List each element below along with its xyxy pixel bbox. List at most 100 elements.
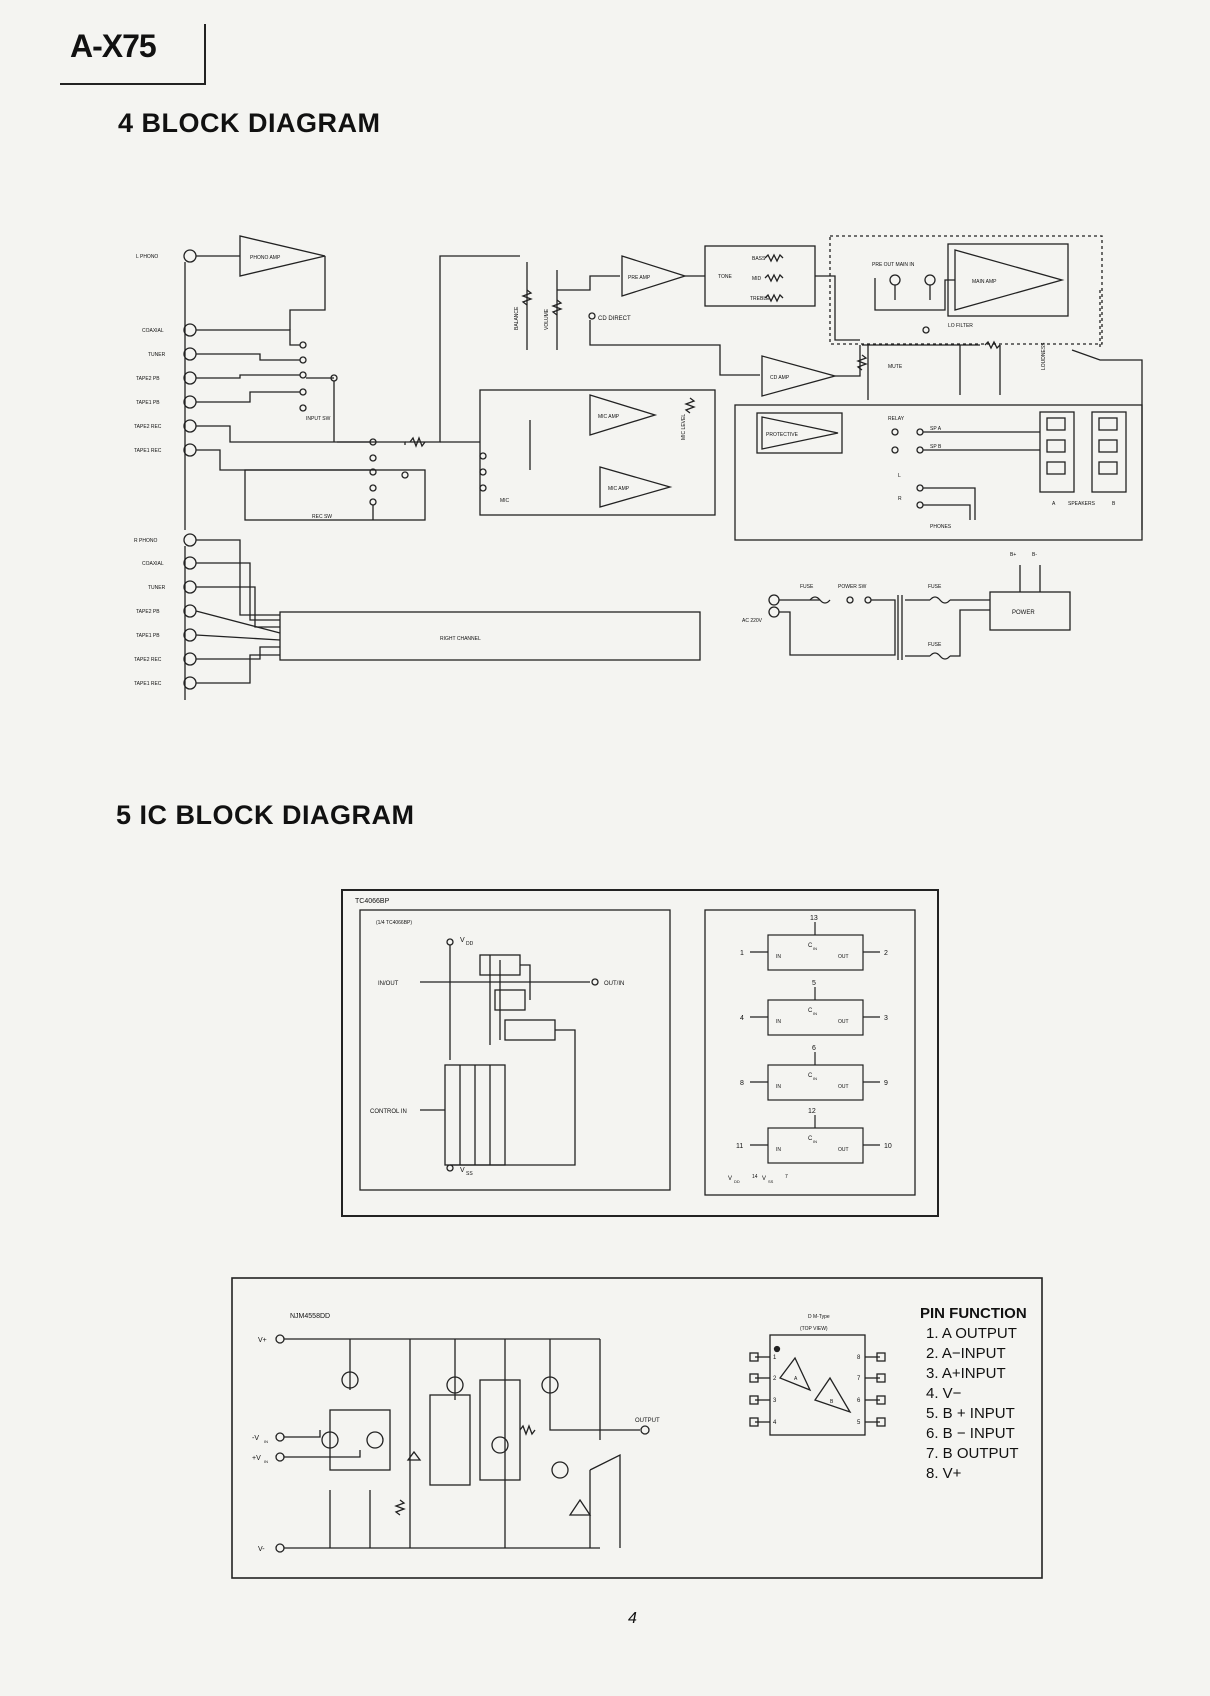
speaker-a-label: A	[1052, 501, 1056, 507]
mic-amp-2-triangle	[599, 466, 673, 508]
input-label: TAPE1 REC	[134, 448, 162, 454]
cd-amp-label: CD AMP	[770, 375, 790, 381]
vdd-label: V	[460, 937, 465, 944]
supply-vdd-pin: 14	[752, 1174, 758, 1180]
ac-220v-label: AC 220V	[742, 618, 763, 624]
speaker-terminal-b	[1091, 411, 1127, 493]
pin-function-item: 3. A+INPUT	[926, 1365, 1006, 1382]
header-divider-horizontal	[60, 83, 206, 85]
input-label: TAPE1 PB	[136, 400, 160, 406]
phono-amp-label: PHONO AMP	[250, 255, 281, 261]
package-pin: 5	[857, 1420, 861, 1426]
package-pin: 7	[857, 1376, 861, 1382]
mic-amp-1-label: MIC AMP	[598, 414, 620, 420]
block-diagram: L PHONO COAXIAL TUNER TAPE2 PB TAPE1 PB …	[134, 235, 1143, 700]
pin-function-item: 6. B − INPUT	[926, 1425, 1015, 1442]
speaker-terminal-a	[1039, 411, 1075, 493]
mic-amp-1-triangle	[589, 394, 658, 436]
mid-label: MID	[752, 276, 762, 282]
tc4066-switch-blocks	[750, 922, 880, 1164]
opamp-a-label: A	[794, 1376, 798, 1382]
cin-label: C	[808, 943, 813, 949]
vss-label: V	[460, 1167, 465, 1174]
input-sw-label: INPUT SW	[306, 416, 331, 422]
switch-left-pin: 11	[736, 1143, 743, 1150]
out-in-text: OUT	[838, 954, 849, 960]
switch-right-pin: 9	[884, 1080, 888, 1087]
supply-vdd-label: V	[728, 1176, 732, 1182]
input-label: TAPE1 REC	[134, 681, 162, 687]
power-block	[989, 591, 1071, 631]
phones-label: PHONES	[930, 524, 952, 530]
speakers-label: SPEAKERS	[1068, 501, 1096, 507]
pin-function-item: 1. A OUTPUT	[926, 1325, 1017, 1342]
fuse-3-label: FUSE	[928, 642, 942, 648]
package-pin: 1	[773, 1355, 777, 1361]
package-pin: 3	[773, 1398, 777, 1404]
ic-block-diagram-title: 5 IC BLOCK DIAGRAM	[116, 800, 415, 830]
input-label: TAPE2 PB	[136, 376, 160, 382]
pin-function-item: 4. V−	[926, 1385, 962, 1402]
njm4558-part-label: NJM4558DD	[290, 1313, 330, 1320]
v-plus-label: V+	[258, 1337, 267, 1344]
out-in-text: OUT	[838, 1084, 849, 1090]
pin-function-item: 7. B OUTPUT	[926, 1445, 1019, 1462]
in-out-text: IN	[776, 1084, 781, 1090]
out-in-label: OUT/IN	[604, 981, 624, 987]
in-out-text: IN	[776, 1019, 781, 1025]
header-divider-vertical	[204, 24, 206, 84]
phones-r-label: R	[898, 496, 902, 502]
volume-label: VOLUME	[544, 308, 550, 330]
right-input-jacks	[183, 533, 197, 700]
vss-sub-label: SS	[466, 1171, 473, 1177]
input-selector-contacts	[299, 341, 409, 506]
input-label: TAPE2 REC	[134, 657, 162, 663]
out-in-text: OUT	[838, 1147, 849, 1153]
supply-vss-sub: SS	[768, 1179, 774, 1184]
switch-control-pin: 5	[812, 980, 816, 987]
input-label: TAPE2 PB	[136, 609, 160, 615]
input-label: R PHONO	[134, 538, 157, 544]
output-label: OUTPUT	[635, 1418, 660, 1424]
pin-function-list: 1. A OUTPUT 2. A−INPUT 3. A+INPUT 4. V− …	[926, 1324, 1019, 1484]
switch-right-pin: 3	[884, 1015, 888, 1022]
right-channel-label: RIGHT CHANNEL	[440, 636, 481, 642]
page-number: 4	[628, 1610, 637, 1627]
cin-sub-label: IN	[813, 1076, 817, 1081]
pre-amp-label: PRE AMP	[628, 275, 651, 281]
dip8-package	[749, 1334, 886, 1436]
switch-control-pin: 13	[810, 915, 818, 922]
main-amp-label: MAIN AMP	[972, 279, 997, 285]
switch-control-pin: 6	[812, 1045, 816, 1052]
protective-block	[756, 412, 843, 454]
opamp-b-label: B	[830, 1399, 834, 1405]
control-in-label: CONTROL IN	[370, 1109, 407, 1115]
in-out-text: IN	[776, 954, 781, 960]
power-sw-label: POWER SW	[838, 584, 867, 590]
pin-function-item: 5. B + INPUT	[926, 1405, 1015, 1422]
input-label: L PHONO	[136, 254, 158, 260]
model-number: A-X75	[70, 28, 157, 64]
cin-sub-label: IN	[813, 1011, 817, 1016]
in-out-label: IN/OUT	[378, 981, 399, 987]
mic-label: MIC	[500, 498, 510, 504]
lo-filter-label: LO FILTER	[948, 323, 973, 329]
out-in-text: OUT	[838, 1019, 849, 1025]
cin-label: C	[808, 1008, 813, 1014]
sp-b-label: SP B	[930, 444, 942, 450]
input-label: COAXIAL	[142, 328, 164, 334]
sp-a-label: SP A	[930, 426, 942, 432]
switch-right-pin: 10	[884, 1143, 892, 1150]
in-minus-sub: IN	[264, 1439, 268, 1444]
cin-label: C	[808, 1136, 813, 1142]
supply-vss-label: V	[762, 1176, 766, 1182]
input-label: TAPE2 REC	[134, 424, 162, 430]
package-pin: 8	[857, 1355, 861, 1361]
opamp-a-symbol	[778, 1356, 812, 1392]
njm4558-diagram	[231, 1277, 1043, 1579]
treble-label: TREBLE	[750, 296, 770, 302]
package-pin: 6	[857, 1398, 861, 1404]
speaker-b-label: B	[1112, 501, 1116, 507]
supply-vss-pin: 7	[785, 1174, 788, 1180]
